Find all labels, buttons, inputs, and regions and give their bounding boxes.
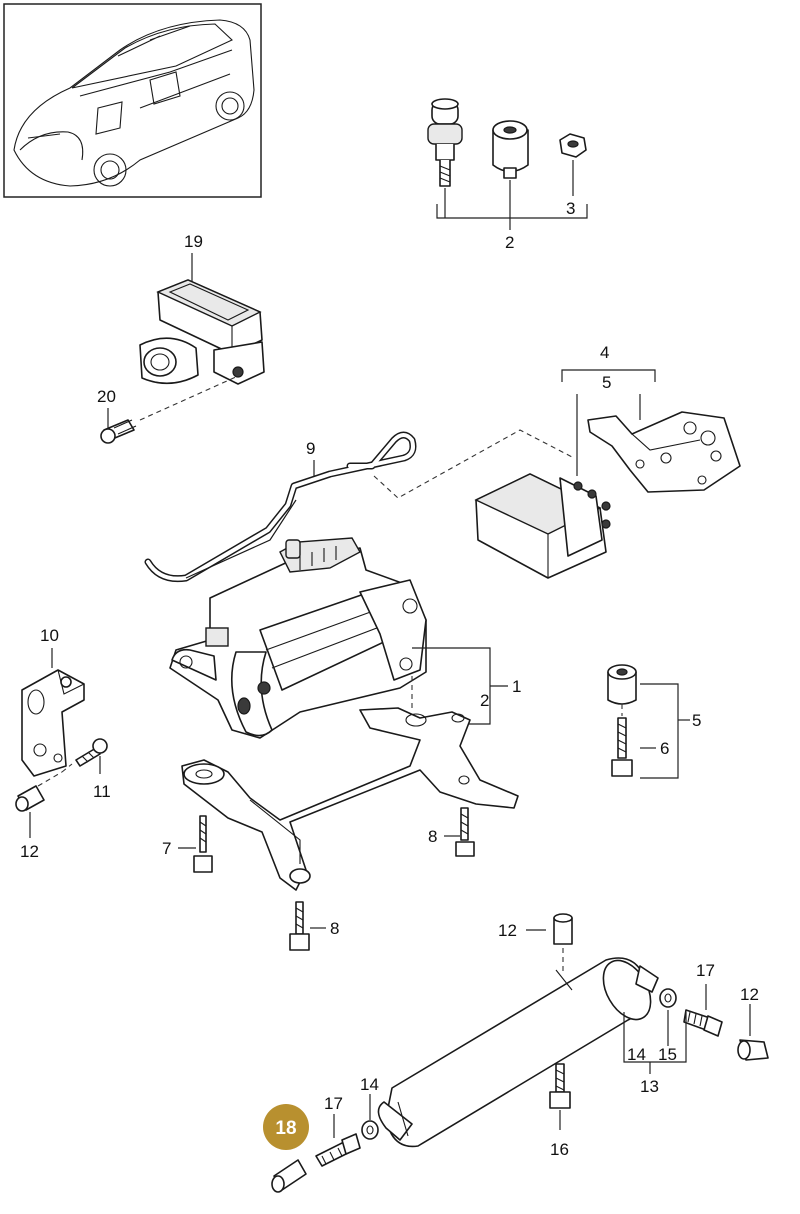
label-15: 15 xyxy=(658,1045,677,1064)
bolt-16-part xyxy=(549,1063,571,1109)
screw-20-part xyxy=(100,419,137,444)
relay-part xyxy=(474,473,611,579)
label-4: 4 xyxy=(600,343,609,362)
label-17-left: 17 xyxy=(324,1094,343,1113)
highlight-badge-18[interactable]: 18 xyxy=(263,1104,309,1150)
label-5-top: 5 xyxy=(602,373,611,392)
label-19: 19 xyxy=(184,232,203,251)
label-9: 9 xyxy=(306,439,315,458)
level-sensor-part xyxy=(139,279,265,385)
label-14-right: 14 xyxy=(627,1045,646,1064)
label-1: 1 xyxy=(512,677,521,696)
label-3: 3 xyxy=(566,199,575,218)
label-8-b: 8 xyxy=(330,919,339,938)
label-2-top: 2 xyxy=(505,233,514,252)
label-12-left: 12 xyxy=(20,842,39,861)
nut-12-left-part xyxy=(15,785,45,812)
nut-12-center-part xyxy=(553,913,573,945)
bolt-8b-part xyxy=(289,901,310,951)
nut-12-right-part xyxy=(737,1039,769,1061)
screw-17-left-part xyxy=(315,1133,361,1167)
label-6: 6 xyxy=(660,739,669,758)
relay-bracket-part xyxy=(587,411,741,493)
label-5-right: 5 xyxy=(692,711,701,730)
bolt-7-part xyxy=(193,815,213,873)
label-8-a: 8 xyxy=(428,827,437,846)
label-12-center: 12 xyxy=(498,921,517,940)
label-16: 16 xyxy=(550,1140,569,1159)
label-17-right: 17 xyxy=(696,961,715,980)
label-13: 13 xyxy=(640,1077,659,1096)
air-reservoir-part xyxy=(377,957,659,1148)
compressor-part xyxy=(169,537,427,739)
callout-lines-top xyxy=(436,160,588,230)
label-10: 10 xyxy=(40,626,59,645)
vehicle-thumbnail xyxy=(3,3,262,198)
rubber-bushing-part xyxy=(492,120,529,179)
washer-15-part xyxy=(659,988,677,1008)
screw-17-right-part xyxy=(683,1009,723,1037)
label-14-left: 14 xyxy=(360,1075,379,1094)
carrier-bracket-part xyxy=(181,707,519,891)
label-11: 11 xyxy=(93,782,111,801)
nut-part xyxy=(559,133,587,158)
nut-18-part xyxy=(271,1159,307,1193)
highlight-badge-circle xyxy=(263,1104,309,1150)
label-7: 7 xyxy=(162,839,171,858)
mounting-bolt-part xyxy=(427,98,463,187)
bushing-5-part xyxy=(607,664,637,705)
bolt-6-part xyxy=(611,717,633,777)
label-2-mid: 2 xyxy=(480,691,489,710)
bolt-8a-part xyxy=(455,807,475,857)
label-12-right: 12 xyxy=(740,985,759,1004)
highlight-badge-label: 18 xyxy=(275,1118,296,1139)
label-20: 20 xyxy=(97,387,116,406)
washer-14-left-part xyxy=(361,1120,379,1140)
bracket-10-part xyxy=(21,669,85,777)
air-line-part xyxy=(144,431,417,583)
bolt-11-part xyxy=(75,738,108,767)
